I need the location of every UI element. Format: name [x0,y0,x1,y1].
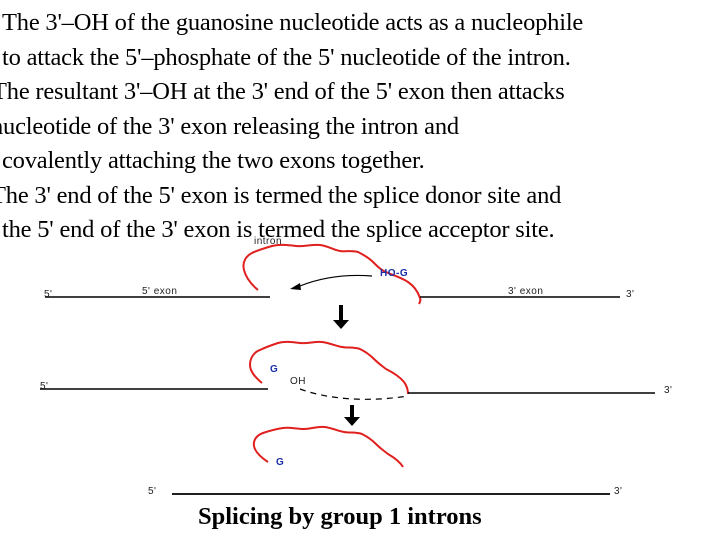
description-text: The 3'–OH of the guanosine nucleotide ac… [0,6,720,248]
stage3-3-end: 3' [614,486,623,497]
stage2-3-end: 3' [664,385,673,396]
stage1-3-exon: 3' exon [508,286,544,297]
stage1-3-end: 3' [626,289,635,300]
text-line: covalently attaching the two exons toget… [2,147,425,174]
text-line: The 3'–OH of the guanosine nucleotide ac… [2,9,584,36]
text-line: the 5' end of the 3' exon is termed the … [2,216,555,243]
intron-loop-2 [248,340,409,395]
stage1-5-end: 5' [44,289,53,300]
intron-label: intron [254,236,283,247]
intron-loop-1 [242,243,422,305]
intron-loop-3 [252,425,404,468]
guanosine-label: HO-G [380,268,409,279]
text-line: The 3' end of the 5' exon is termed the … [0,181,562,209]
stage-2 [40,340,655,400]
figure-caption: Splicing by group 1 introns [198,503,482,530]
stage-1 [45,243,620,305]
text-line: The resultant 3'–OH at the 3' end of the… [0,78,565,105]
stage3-g-label: G [276,457,285,468]
stage3-5-end: 5' [148,486,157,497]
stage1-5-exon: 5' exon [142,286,178,297]
stage2-g-label: G [270,364,279,375]
text-line: nucleotide of the 3' exon releasing the … [0,112,459,140]
attack-arrowhead [290,283,301,290]
attack-arrow [299,274,373,287]
stage2-oh-label: OH [290,376,306,387]
exon-3-line-2 [299,388,409,400]
down-arrow-2 [344,405,360,426]
down-arrow-1 [333,305,349,329]
text-line: to attack the 5'–phosphate of the 5' nuc… [2,43,571,71]
stage-3 [172,425,610,495]
stage2-5-end: 5' [40,381,49,392]
